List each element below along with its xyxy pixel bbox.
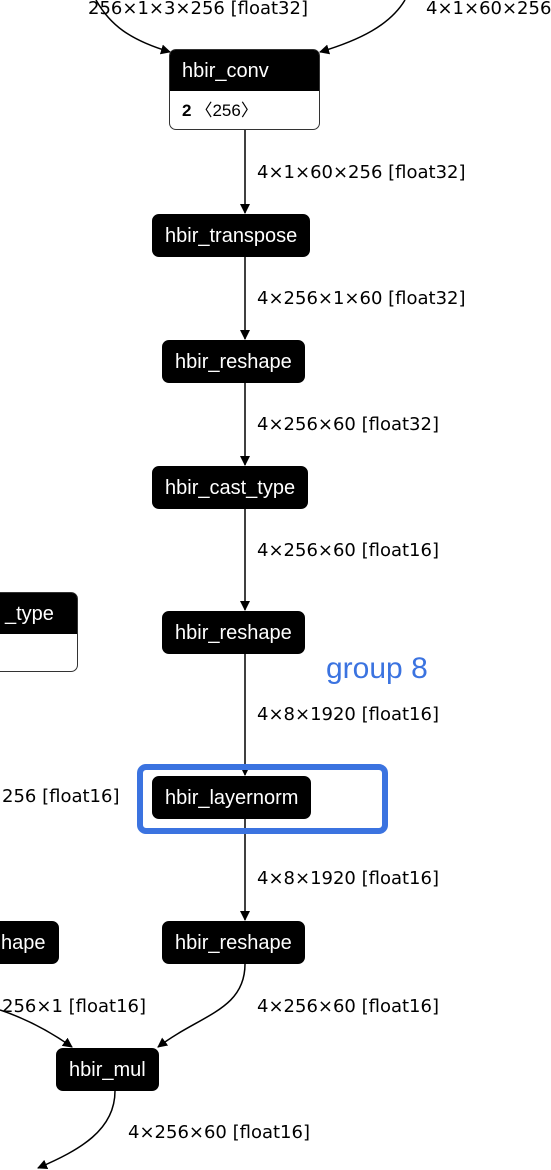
node-hbir-cast-type[interactable]: hbir_cast_type bbox=[152, 466, 309, 509]
node-hbir-reshape-1[interactable]: hbir_reshape bbox=[162, 340, 305, 383]
edge-mul-out bbox=[37, 1090, 116, 1170]
edge-label-left-mul: 256×1 [float16] bbox=[2, 996, 146, 1017]
edge-label-in-right: 4×1×60×256 bbox=[426, 0, 551, 19]
edge-left-mul bbox=[0, 1009, 73, 1048]
edge-label-cast-reshape: 4×256×60 [float16] bbox=[257, 540, 439, 561]
node-hbir-transpose[interactable]: hbir_transpose bbox=[152, 214, 311, 257]
node-left-cast-type-partial[interactable]: _type bbox=[0, 592, 78, 672]
edge-label-reshape-mul: 4×256×60 [float16] bbox=[257, 996, 439, 1017]
node-left-reshape-partial[interactable]: hape bbox=[0, 921, 59, 964]
edge-label-mul-out: 4×256×60 [float16] bbox=[128, 1122, 310, 1143]
edge-reshape-mul bbox=[157, 963, 246, 1048]
edge-label-left-mid: 256 [float16] bbox=[2, 786, 120, 807]
edge-in-left bbox=[95, 0, 171, 55]
node-hbir-conv-label: hbir_conv bbox=[170, 50, 319, 91]
node-hbir-reshape-2[interactable]: hbir_reshape bbox=[162, 611, 305, 654]
node-hbir-mul[interactable]: hbir_mul bbox=[56, 1048, 159, 1091]
edge-in-right bbox=[319, 0, 406, 55]
edge-label-transpose-reshape: 4×256×1×60 [float32] bbox=[257, 288, 466, 309]
edge-label-layernorm-reshape: 4×8×1920 [float16] bbox=[257, 868, 439, 889]
group-label: group 8 bbox=[326, 652, 428, 685]
edge-label-reshape-layernorm: 4×8×1920 [float16] bbox=[257, 704, 439, 725]
edge-label-in-left: 256×1×3×256 [float32] bbox=[88, 0, 308, 19]
edge-label-reshape-cast: 4×256×60 [float32] bbox=[257, 414, 439, 435]
edge-label-conv-transpose: 4×1×60×256 [float32] bbox=[257, 162, 466, 183]
group-highlight bbox=[137, 764, 388, 834]
node-hbir-reshape-3[interactable]: hbir_reshape bbox=[162, 921, 305, 964]
node-hbir-conv[interactable]: hbir_conv 2〈256〉 bbox=[169, 49, 320, 130]
node-left-cast-type-partial-label: _type bbox=[0, 593, 77, 634]
node-hbir-layernorm[interactable]: hbir_layernorm bbox=[152, 776, 312, 819]
node-hbir-conv-attr: 2〈256〉 bbox=[182, 101, 258, 120]
